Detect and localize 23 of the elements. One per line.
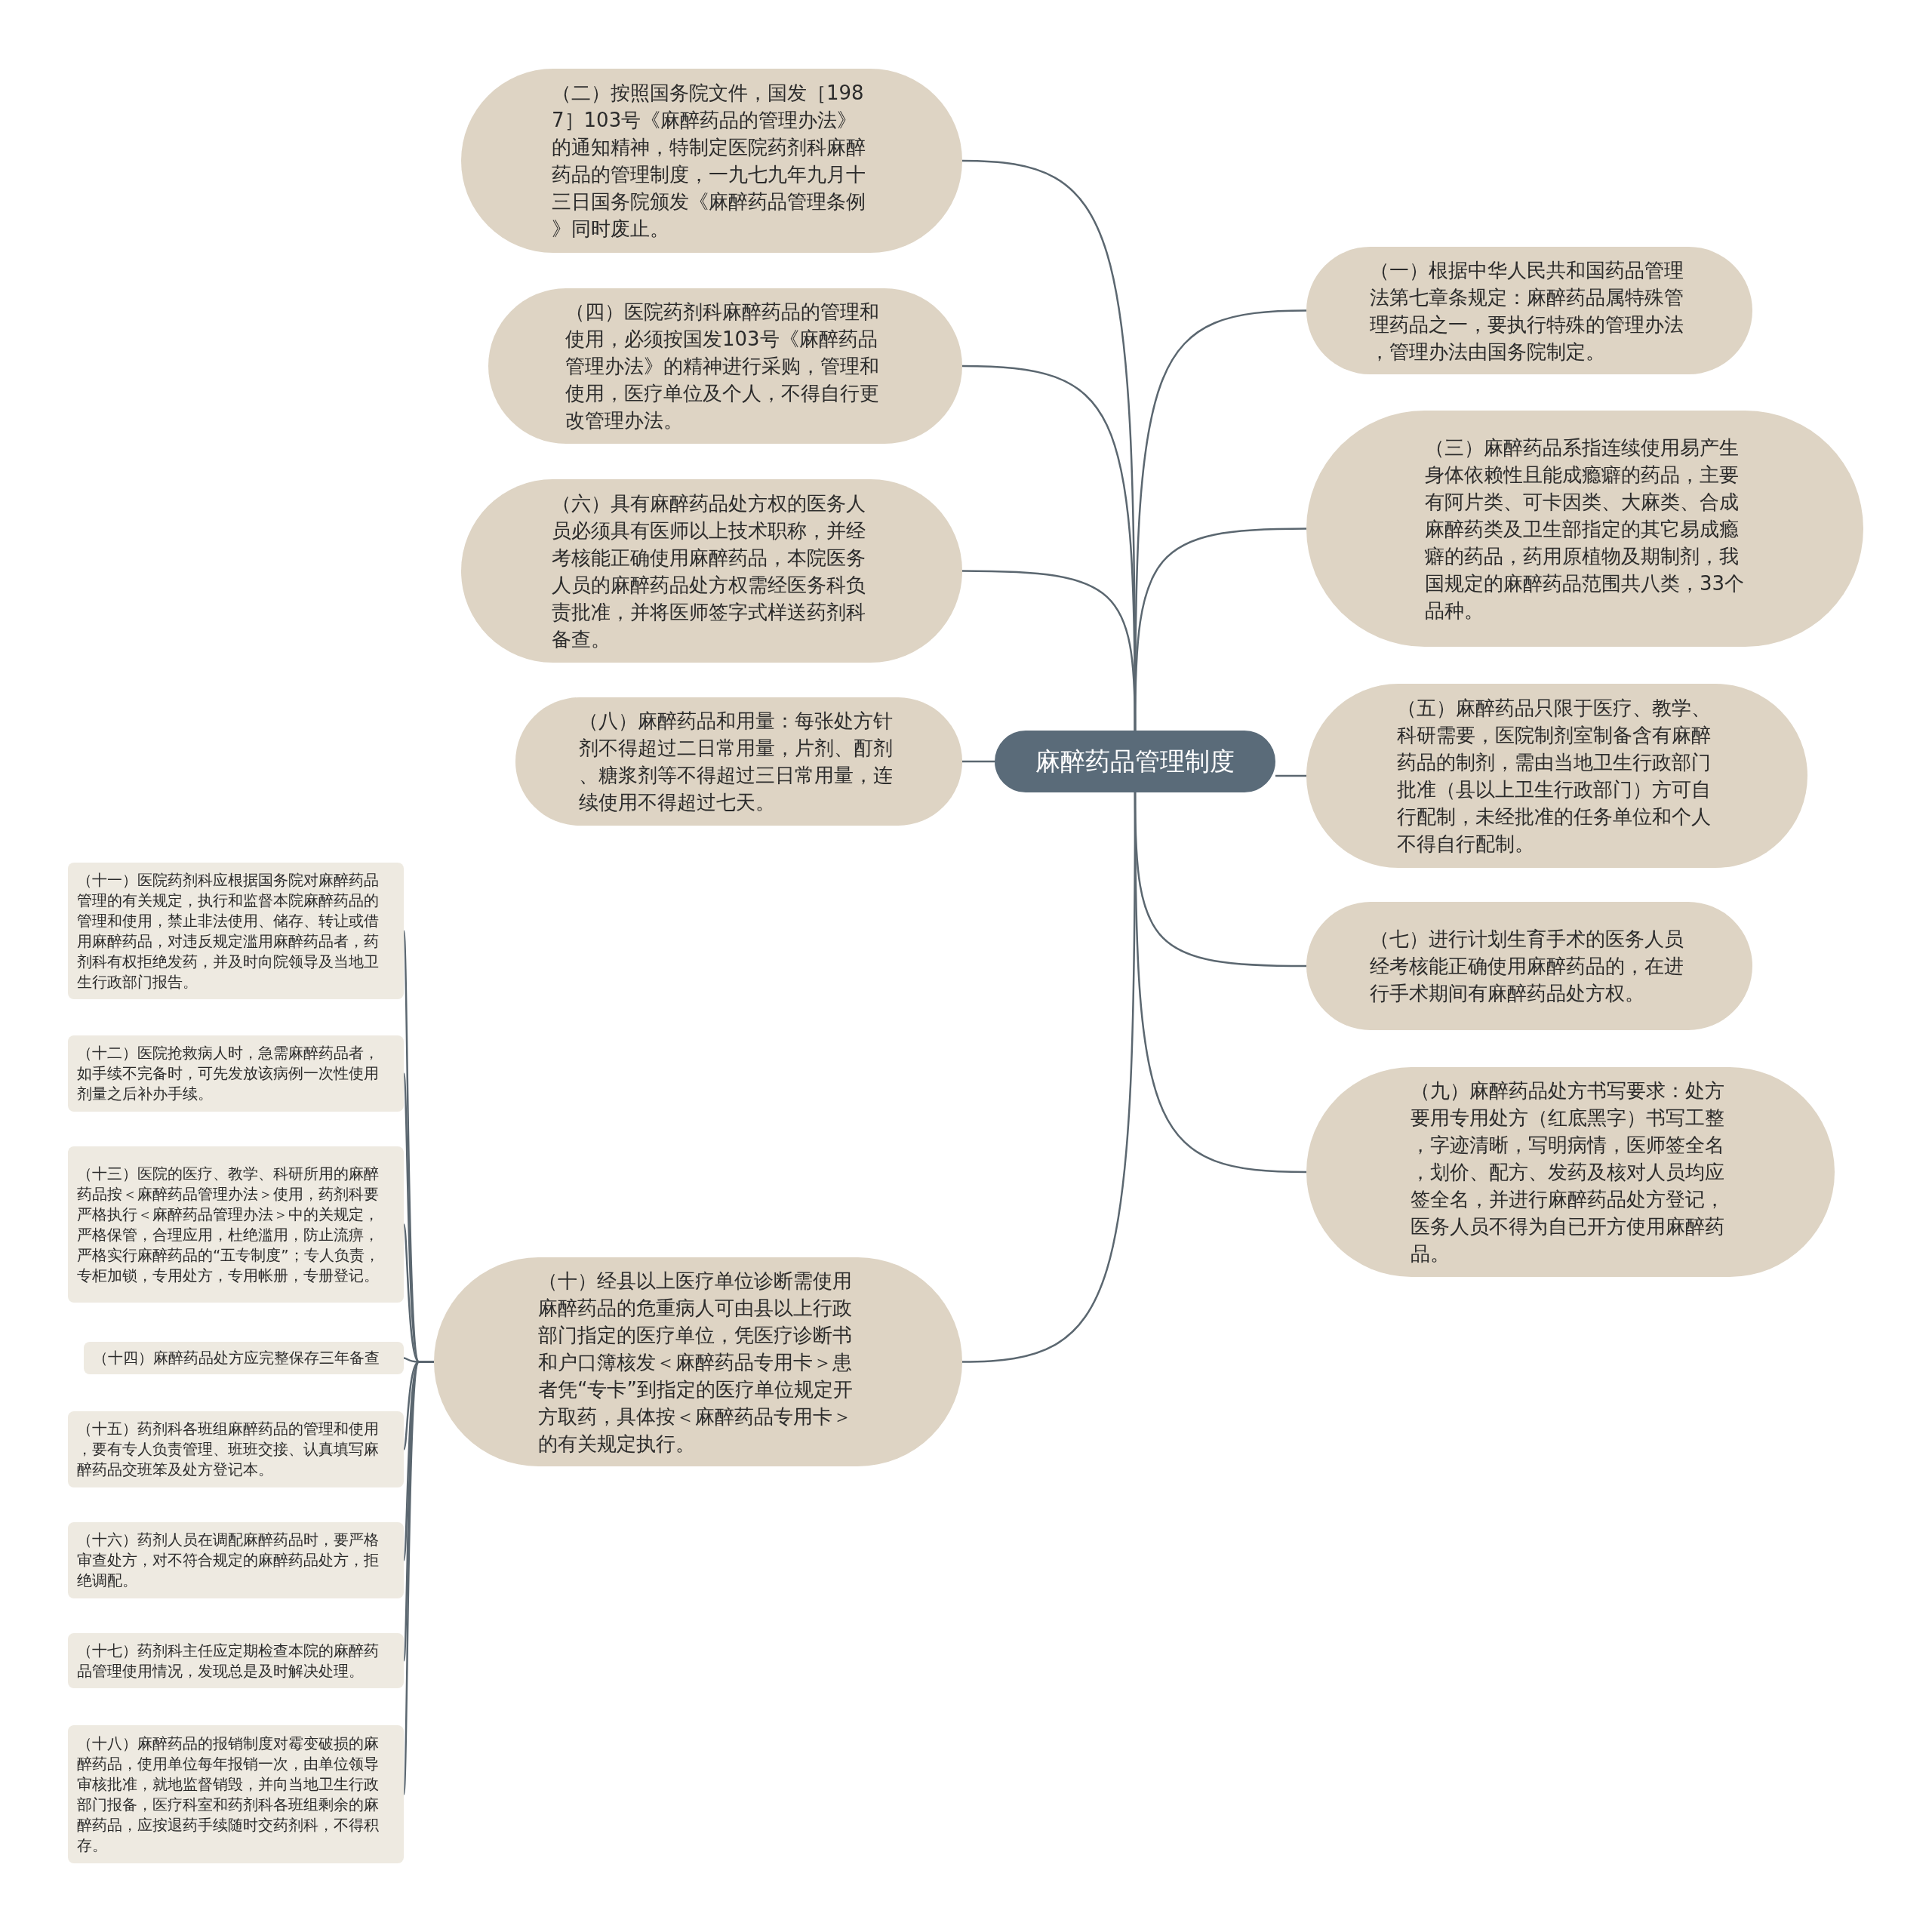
topic-bubble: （九）麻醉药品处方书写要求：处方要用专用处方（红底黑字）书写工整，字迹清晰，写明病情，医师签全名，划价、配方、发药及核对人员均应签全名，并进行麻醉药品处方登记，医务人员不得为自已开方使用麻醉药品。 <box>1306 1067 1835 1277</box>
central-topic: 麻醉药品管理制度 <box>995 731 1275 792</box>
topic-bubble: （六）具有麻醉药品处方权的医务人员必须具有医师以上技术职称，并经考核能正确使用麻醉药品，本院医务人员的麻醉药品处方权需经医务科负责批准，并将医师签字式样送药剂科备查。 <box>461 479 962 663</box>
topic-bubble: （五）麻醉药品只限于医疗、教学、科研需要，医院制剂室制备含有麻醉药品的制剂，需由当地卫生行政部门批准（县以上卫生行政部门）方可自行配制，未经批准的任务单位和个人不得自行配制。 <box>1306 684 1807 868</box>
connector-line <box>962 760 995 763</box>
connector-line <box>1134 792 1307 1174</box>
topic-bubble: （二）按照国务院文件，国发［1987］103号《麻醉药品的管理办法》的通知精神，特制定医院药剂科麻醉药品的管理制度，一九七九年九月十三日国务院颁发《麻醉药品管理条例》同时废止。 <box>461 69 962 253</box>
note-card: （十七）药剂科主任应定期检查本院的麻醉药品管理使用情况，发现总是及时解决处理。 <box>68 1633 404 1688</box>
note-card: （十二）医院抢救病人时，急需麻醉药品者，如手续不完备时，可先发放该病例一次性使用剂量之后补办手续。 <box>68 1035 404 1112</box>
note-card: （十一）医院药剂科应根据国务院对麻醉药品管理的有关规定，执行和监督本院麻醉药品的管理和使用，禁止非法使用、储存、转让或借用麻醉药品，对违反规定滥用麻醉药品者，药剂科有权拒绝发药，并及时向院领导及当地卫生行政部门报告。 <box>68 863 404 999</box>
note-card: （十五）药剂科各班组麻醉药品的管理和使用，要有专人负责管理、班班交接、认真填写麻醉药品交班笨及处方登记本。 <box>68 1411 404 1487</box>
topic-bubble: （七）进行计划生育手术的医务人员经考核能正确使用麻醉药品的，在进行手术期间有麻醉药品处方权。 <box>1306 902 1752 1030</box>
connector-line <box>1275 774 1306 777</box>
connector-line <box>1134 528 1306 731</box>
note-card: （十四）麻醉药品处方应完整保存三年备查 <box>84 1342 404 1374</box>
topic-bubble: （八）麻醉药品和用量：每张处方针剂不得超过二日常用量，片剂、酊剂、糖浆剂等不得超过三日常用量，连续使用不得超过七天。 <box>515 697 962 826</box>
topic-bubble: （十）经县以上医疗单位诊断需使用麻醉药品的危重病人可由县以上行政部门指定的医疗单位，凭医疗诊断书和户口簿核发＜麻醉药品专用卡＞患者凭“专卡”到指定的医疗单位规定开方取药，具体按＜麻醉药品专用卡＞的有关规定执行。 <box>434 1257 962 1466</box>
note-card: （十八）麻醉药品的报销制度对霉变破损的麻醉药品，使用单位每年报销一次，由单位领导审核批准，就地监督销毁，并向当地卫生行政部门报备，医疗科室和药剂科各班组剩余的麻醉药品，应按退药手续随时交药剂科，不得积存。 <box>68 1725 404 1863</box>
note-card: （十三）医院的医疗、教学、科研所用的麻醉药品按＜麻醉药品管理办法＞使用，药剂科要严格执行＜麻醉药品管理办法＞中的关规定，严格保管，合理应用，杜绝滥用，防止流痹，严格实行麻醉药品的“五专制度”；专人负责，专柜加锁，专用处方，专用帐册，专册登记。 <box>68 1146 404 1303</box>
topic-bubble: （一）根据中华人民共和国药品管理法第七章条规定：麻醉药品属特殊管理药品之一，要执行特殊的管理办法，管理办法由国务院制定。 <box>1306 247 1752 374</box>
topic-bubble: （三）麻醉药品系指连续使用易产生身体依赖性且能成瘾癖的药品，主要有阿片类、可卡因类、大麻类、合成麻醉药类及卫生部指定的其它易成瘾癖的药品，药用原植物及期制剂，我国规定的麻醉药品范围共八类，33个品种。 <box>1306 411 1863 647</box>
note-card: （十六）药剂人员在调配麻醉药品时，要严格审查处方，对不符合规定的麻醉药品处方，拒绝调配。 <box>68 1522 404 1598</box>
topic-bubble: （四）医院药剂科麻醉药品的管理和使用，必须按国发103号《麻醉药品管理办法》的精神进行采购，管理和使用，医疗单位及个人，不得自行更改管理办法。 <box>488 288 962 444</box>
